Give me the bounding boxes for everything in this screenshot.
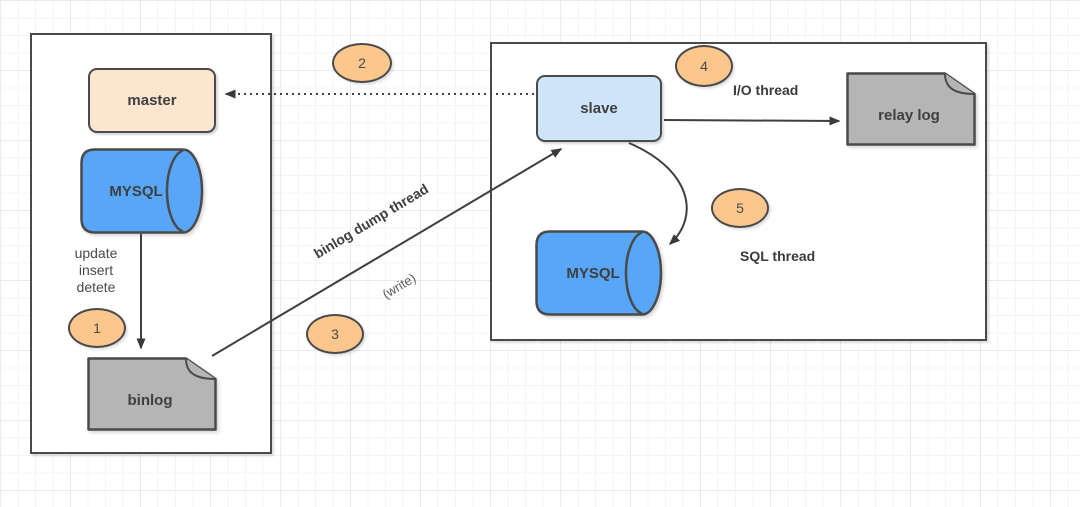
slave-node[interactable]: slave [536,75,662,142]
step-number: 4 [700,58,708,74]
relay-log-label: relay log [878,107,940,124]
step-number: 2 [358,55,366,71]
step-badge-3[interactable]: 3 [306,314,364,354]
step-number: 1 [93,320,101,336]
master-mysql-label: MYSQL [109,183,162,200]
operation-update: update [74,245,118,261]
slave-mysql-label: MYSQL [566,265,619,282]
master-node-label: master [127,92,177,109]
binlog-document[interactable]: binlog [87,357,217,431]
cylinder-body-shape [80,148,204,234]
operation-detete: detete [76,279,116,295]
slave-mysql-cylinder[interactable]: MYSQL [535,230,663,316]
document-body-shape [87,357,217,431]
master-mysql-cylinder[interactable]: MYSQL [80,148,204,234]
slave-node-label: slave [580,100,618,117]
step-badge-4[interactable]: 4 [675,45,733,87]
step-badge-5[interactable]: 5 [711,188,769,228]
step-badge-2[interactable]: 2 [332,43,392,83]
write-label: (write) [379,270,419,302]
document-fold-shape [185,358,216,380]
operations-label: update insert detete [60,245,132,296]
document-fold-shape [944,73,975,95]
sql-thread-label: SQL thread [740,248,816,264]
step-number: 5 [736,200,744,216]
io-thread-label: I/O thread [733,82,799,98]
operation-insert: insert [78,262,114,278]
cylinder-rim-shape [165,149,184,233]
document-body-shape [846,72,976,146]
relay-log-document[interactable]: relay log [846,72,976,146]
step-number: 3 [331,326,339,342]
binlog-dump-thread-label: binlog dump thread [310,180,432,262]
binlog-label: binlog [128,392,173,409]
master-node[interactable]: master [88,68,216,133]
step-badge-1[interactable]: 1 [68,308,126,348]
